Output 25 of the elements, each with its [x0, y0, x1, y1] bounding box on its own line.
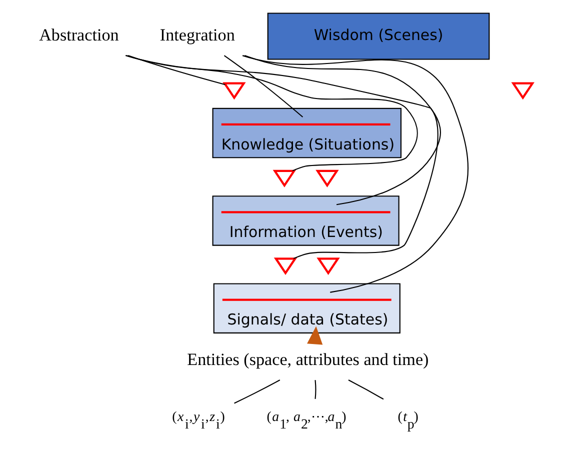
node-text: Integration — [160, 24, 235, 44]
connector — [128, 54, 226, 85]
connector — [125, 54, 438, 258]
node-brace — [221, 210, 390, 213]
node-box: Wisdom (Scenes) — [267, 12, 490, 60]
node-text: Entities (space, attributes and time) — [187, 349, 429, 368]
node-fork — [511, 82, 534, 100]
cluster: Information (Events) — [212, 195, 400, 246]
node-text: Abstraction — [39, 24, 119, 44]
connector — [224, 54, 304, 117]
node-fork — [274, 257, 298, 274]
cluster: Signals/ data (States) — [213, 282, 400, 333]
connector — [348, 379, 384, 400]
node-brace — [222, 298, 392, 300]
connector — [126, 54, 418, 171]
connector — [314, 379, 316, 399]
node-fork — [272, 169, 296, 187]
cluster: Knowledge (Situations) — [212, 107, 402, 158]
connector — [234, 379, 280, 404]
arrow — [307, 326, 323, 344]
node-brace — [221, 122, 390, 126]
node-fork — [316, 257, 340, 274]
node-fork — [222, 82, 246, 100]
node-fork — [316, 169, 339, 187]
connector — [242, 54, 468, 292]
